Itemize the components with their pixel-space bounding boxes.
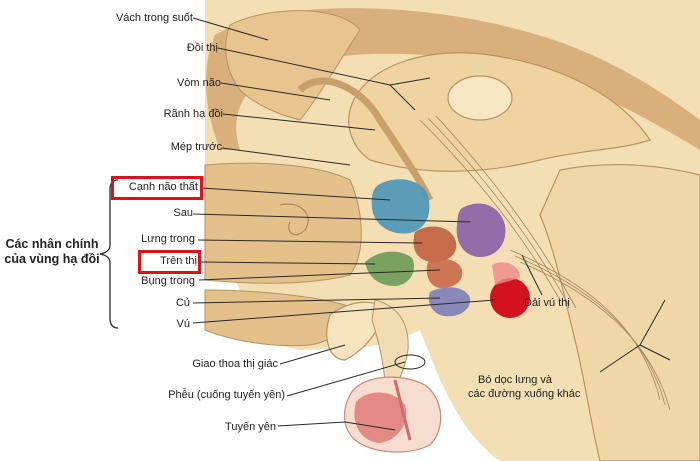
label-ranh-ha-doi: Rãnh hạ đồi <box>163 108 223 120</box>
label-cu: Củ <box>175 297 190 309</box>
label-lung-trong: Lưng trong <box>141 233 195 245</box>
fornix <box>297 77 434 202</box>
label-pheu: Phễu (cuống tuyến yên) <box>168 389 285 401</box>
mammillary-highlight <box>492 262 520 285</box>
label-bo-doc-lung-line1: Bó dọc lưng và <box>478 374 553 386</box>
label-sau: Sau <box>173 207 193 219</box>
pituitary-anterior <box>354 392 407 443</box>
group-title-line1: Các nhân chính <box>5 237 99 251</box>
frontal-lobe-fold <box>279 203 309 236</box>
supraoptic-nucleus <box>365 251 415 286</box>
label-giao-thoa-thi-giac: Giao thoa thị giác <box>192 358 278 370</box>
label-bo-doc-lung-line2: các đường xuống khác <box>468 388 581 400</box>
highlight-box-canh-nao-that <box>111 176 203 200</box>
mammillary-body <box>490 278 530 318</box>
label-vu: Vú <box>176 318 190 330</box>
group-title: Các nhân chính của vùng hạ đồi <box>0 237 104 267</box>
label-doi-thi: Đồi thị <box>186 42 218 54</box>
label-mep-truoc: Mép trước <box>170 141 222 153</box>
brainstem <box>539 163 700 461</box>
leader-lines <box>192 17 671 431</box>
label-vom-nao: Vòm não <box>176 77 221 89</box>
group-brace <box>99 179 119 329</box>
fiber-tracts <box>419 115 671 411</box>
posterior-nucleus <box>456 203 506 258</box>
label-vach-trong-suot: Vách trong suốt <box>115 12 193 24</box>
interthalamic-adhesion <box>447 75 513 121</box>
label-canh-nao-that: Cạnh não thất <box>128 181 198 193</box>
frontal-lobe <box>204 162 362 284</box>
dorsomedial-nucleus <box>413 226 457 262</box>
label-bung-trong: Bụng trong <box>141 275 195 287</box>
label-tren-thi: Trên thị <box>160 255 197 267</box>
pituitary-stalk-red <box>393 379 412 441</box>
tuberal-nucleus <box>428 287 471 317</box>
ventromedial-nucleus <box>426 258 463 288</box>
label-tuyen-yen: Tuyến yên <box>225 421 276 433</box>
group-title-line2: của vùng hạ đồi <box>4 252 100 266</box>
label-dai-vu-thi: Dải vú thị <box>524 297 570 309</box>
highlight-box-tren-thi <box>138 250 201 274</box>
